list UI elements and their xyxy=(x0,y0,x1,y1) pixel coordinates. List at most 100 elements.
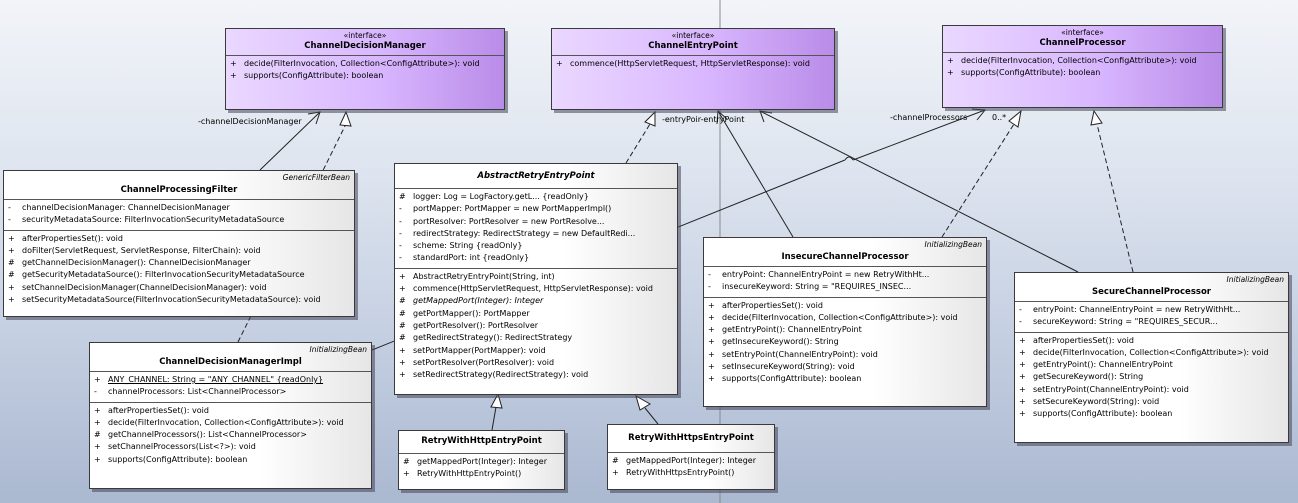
member-signature: getInsecureKeyword(): String xyxy=(722,337,839,347)
visibility-marker: # xyxy=(399,308,406,318)
visibility-marker: # xyxy=(8,258,15,268)
member-signature: afterPropertiesSet(): void xyxy=(108,405,209,415)
member-signature: getEntryPoint(): ChannelEntryPoint xyxy=(1033,360,1173,370)
visibility-marker: + xyxy=(399,370,406,380)
member-signature: portResolver: PortResolver = new PortRes… xyxy=(413,216,605,226)
member-row: + setInsecureKeyword(String): void xyxy=(704,361,986,373)
member-row: +getInsecureKeyword(): String xyxy=(704,336,986,348)
member-row: +setPortResolver(PortResolver): void xyxy=(395,357,677,369)
visibility-marker: + xyxy=(708,374,715,384)
class-retry-with-http-entry-point[interactable]: RetryWithHttpEntryPoint #getMappedPort(I… xyxy=(398,430,565,490)
member-row: #getRedirectStrategy(): RedirectStrategy xyxy=(395,332,677,344)
member-row: +setChannelDecisionManager(ChannelDecisi… xyxy=(4,282,354,294)
visibility-marker: + xyxy=(612,468,619,478)
member-row: -redirectStrategy: RedirectStrategy = ne… xyxy=(395,228,677,240)
member-signature: setEntryPoint(ChannelEntryPoint): void xyxy=(1033,384,1189,394)
member-signature: entryPoint: ChannelEntryPoint = new Retr… xyxy=(1033,305,1241,314)
member-row: -portMapper: PortMapper = new PortMapper… xyxy=(395,203,677,215)
member-signature: getSecureKeyword(): String xyxy=(1033,372,1144,382)
member-signature: commence(HttpServletRequest, HttpServlet… xyxy=(413,284,653,294)
visibility-marker: + xyxy=(8,233,15,243)
class-header: GenericFilterBean ChannelProcessingFilte… xyxy=(4,171,354,200)
visibility-marker: + xyxy=(556,59,563,68)
member-signature: RetryWithHttpsEntryPoint() xyxy=(626,468,735,478)
member-signature: RetryWithHttpEntryPoint() xyxy=(417,469,522,479)
class-channel-processing-filter[interactable]: GenericFilterBean ChannelProcessingFilte… xyxy=(3,170,355,317)
attributes-compartment: +ANY_CHANNEL: String = "ANY_CHANNEL" {re… xyxy=(90,372,371,403)
visibility-marker: - xyxy=(399,241,402,251)
class-channel-decision-manager-impl[interactable]: InitializingBean ChannelDecisionManagerI… xyxy=(89,342,372,489)
visibility-marker: + xyxy=(708,349,715,359)
member-row: -secureKeyword: String = "REQUIRES_SECUR… xyxy=(1015,316,1288,328)
member-signature: getChannelDecisionManager(): ChannelDeci… xyxy=(22,258,251,268)
class-abstract-retry-entry-point[interactable]: AbstractRetryEntryPoint #logger: Log = L… xyxy=(394,163,678,395)
member-row: -channelProcessors: List<ChannelProcesso… xyxy=(90,386,371,398)
visibility-marker: - xyxy=(399,204,402,214)
class-header: AbstractRetryEntryPoint xyxy=(395,164,677,189)
class-name: RetryWithHttpEntryPoint xyxy=(421,436,542,446)
class-header: RetryWithHttpEntryPoint xyxy=(399,431,564,454)
member-signature: afterPropertiesSet(): void xyxy=(22,233,123,243)
multiplicity-label-channel-processors: 0..* xyxy=(992,113,1007,122)
visibility-marker: + xyxy=(1019,372,1026,382)
class-header: «interface» ChannelDecisionManager xyxy=(226,29,504,56)
class-name: ChannelDecisionManager xyxy=(304,41,426,51)
member-signature: redirectStrategy: RedirectStrategy = new… xyxy=(413,228,636,238)
visibility-marker: + xyxy=(1019,347,1026,357)
stereotype-label: «interface» xyxy=(343,31,387,40)
visibility-marker: + xyxy=(94,417,101,427)
class-header: RetryWithHttpsEntryPoint xyxy=(608,425,774,453)
member-row: -securityMetadataSource: FilterInvocatio… xyxy=(4,214,354,226)
realization-abstract-to-entry-point xyxy=(625,123,651,164)
member-row: +supports(ConfigAttribute): boolean xyxy=(226,70,504,82)
member-row: + decide(FilterInvocation, Collection<Con… xyxy=(1015,347,1288,359)
attributes-compartment: -entryPoint: ChannelEntryPoint = new Ret… xyxy=(1015,302,1288,333)
class-insecure-channel-processor[interactable]: InitializingBean InsecureChannelProcesso… xyxy=(703,237,987,407)
member-row: +decide(FilterInvocation, Collection<Con… xyxy=(943,55,1222,67)
member-signature: setSecurityMetadataSource(FilterInvocati… xyxy=(22,295,321,305)
member-row: +afterPropertiesSet(): void xyxy=(90,405,371,417)
member-row: -standardPort: int {readOnly} xyxy=(395,252,677,264)
member-signature: setInsecureKeyword(String): void xyxy=(722,362,855,372)
member-row: +setSecureKeyword(String): void xyxy=(1015,396,1288,408)
visibility-marker: + xyxy=(94,375,101,384)
visibility-marker: # xyxy=(403,457,410,466)
member-row: #getPortMapper(): PortMapper xyxy=(395,308,677,320)
class-name: ChannelProcessingFilter xyxy=(120,185,238,195)
class-channel-entry-point[interactable]: «interface» ChannelEntryPoint +commence(… xyxy=(551,28,835,110)
class-channel-decision-manager[interactable]: «interface» ChannelDecisionManager +deci… xyxy=(225,28,505,110)
operations-compartment: #getMappedPort(Integer): Integer+RetryWi… xyxy=(608,453,774,483)
member-row: -channelDecisionManager: ChannelDecision… xyxy=(4,202,354,214)
visibility-marker: + xyxy=(708,300,715,310)
superclass-tag: GenericFilterBean xyxy=(282,173,350,182)
stereotype-label: «interface» xyxy=(671,31,715,40)
visibility-marker: # xyxy=(399,296,406,306)
realization-arrowhead-decision-manager xyxy=(339,110,352,127)
visibility-marker: - xyxy=(94,387,97,397)
realization-arrowhead-processor-insecure xyxy=(1008,109,1022,128)
member-signature: decide(FilterInvocation, Collection<Conf… xyxy=(1033,347,1269,357)
operations-compartment: +afterPropertiesSet(): void+decide(Filte… xyxy=(90,403,371,469)
visibility-marker: + xyxy=(1019,397,1026,407)
visibility-marker: + xyxy=(1019,360,1026,370)
member-row: +getEntryPoint(): ChannelEntryPoint xyxy=(704,324,986,336)
class-channel-processor[interactable]: «interface» ChannelProcessor +decide(Fil… xyxy=(942,25,1223,108)
visibility-marker: + xyxy=(8,295,15,305)
member-row: -entryPoint: ChannelEntryPoint = new Ret… xyxy=(1015,304,1288,316)
visibility-marker: + xyxy=(1019,409,1026,419)
class-header: «interface» ChannelEntryPoint xyxy=(552,29,834,56)
visibility-marker: + xyxy=(94,454,101,464)
visibility-marker: + xyxy=(708,362,715,372)
class-retry-with-https-entry-point[interactable]: RetryWithHttpsEntryPoint #getMappedPort(… xyxy=(607,424,775,490)
member-row: +setPortMapper(PortMapper): void xyxy=(395,345,677,357)
association-arrowhead-decision-manager xyxy=(307,111,321,125)
member-row: +AbstractRetryEntryPoint(String, int) xyxy=(395,271,677,283)
attributes-compartment: #logger: Log = LogFactory.getL... {readO… xyxy=(395,189,677,269)
member-signature: getSecurityMetadataSource(): FilterInvoc… xyxy=(22,270,305,280)
visibility-marker: + xyxy=(947,56,954,65)
member-row: +decide(FilterInvocation, Collection<Con… xyxy=(226,58,504,70)
class-secure-channel-processor[interactable]: InitializingBean SecureChannelProcessor … xyxy=(1014,272,1289,443)
class-name: ChannelEntryPoint xyxy=(648,41,738,51)
member-signature: entryPoint: ChannelEntryPoint = new Retr… xyxy=(722,270,930,279)
member-signature: afterPropertiesSet(): void xyxy=(722,300,823,310)
